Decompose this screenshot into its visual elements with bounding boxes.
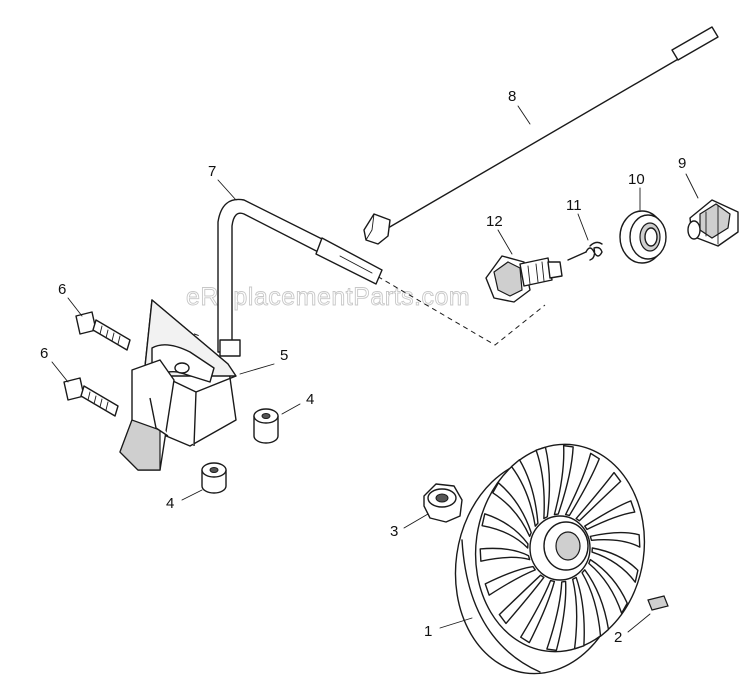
spark-plug-boot: [687, 199, 739, 247]
flywheel-fin: [588, 558, 628, 614]
spacer-upper: [253, 408, 279, 444]
callout-4-upper: 4: [306, 391, 314, 408]
callout-6-upper: 6: [58, 281, 66, 298]
flywheel-fin: [581, 569, 610, 637]
flywheel-fin: [584, 500, 636, 531]
flywheel-fin: [510, 459, 539, 527]
callout-1: 1: [424, 623, 432, 640]
spring: [567, 241, 603, 261]
spacer-lower: [201, 462, 227, 494]
callout-2: 2: [614, 629, 622, 646]
flywheel-fin: [564, 452, 600, 517]
flywheel-fin: [575, 471, 622, 522]
flywheel-fin: [553, 444, 574, 516]
callout-8: 8: [508, 88, 516, 105]
flywheel-fin: [481, 513, 529, 549]
boot-grommet: [619, 210, 667, 264]
callout-6-lower: 6: [40, 345, 48, 362]
flywheel-fin: [591, 547, 639, 583]
flywheel-fin: [546, 580, 567, 652]
flywheel-fin: [498, 574, 545, 625]
flywheel-fin: [571, 576, 585, 650]
flywheel-fin: [479, 547, 531, 562]
flywheel-fin: [535, 446, 551, 520]
ignition-lead: [217, 198, 383, 357]
callout-10: 10: [628, 171, 645, 188]
stop-wire: [363, 26, 719, 245]
watermark: eReplacementParts.com: [186, 283, 470, 311]
callout-5: 5: [280, 347, 288, 364]
callouts: 1 2 3 4 4 5 6 6 7 8 9 10 11 12: [40, 88, 686, 646]
callout-3: 3: [390, 523, 398, 540]
ignition-module: [119, 299, 237, 471]
flywheel-fin: [492, 482, 532, 538]
flywheel: [454, 443, 646, 675]
spark-plug: [485, 255, 563, 303]
callout-4-lower: 4: [166, 495, 174, 512]
flywheel-fin: [520, 579, 556, 644]
callout-7: 7: [208, 163, 216, 180]
flywheel-fin: [484, 565, 536, 596]
flywheel-nut: [423, 483, 463, 523]
leader-lines: [51, 105, 699, 633]
screw-upper: [75, 311, 131, 351]
callout-11: 11: [566, 197, 582, 214]
callout-12: 12: [486, 213, 503, 230]
flywheel-key: [647, 595, 669, 611]
screw-lower: [63, 377, 119, 417]
flywheel-fin: [589, 531, 641, 548]
callout-9: 9: [678, 155, 686, 172]
